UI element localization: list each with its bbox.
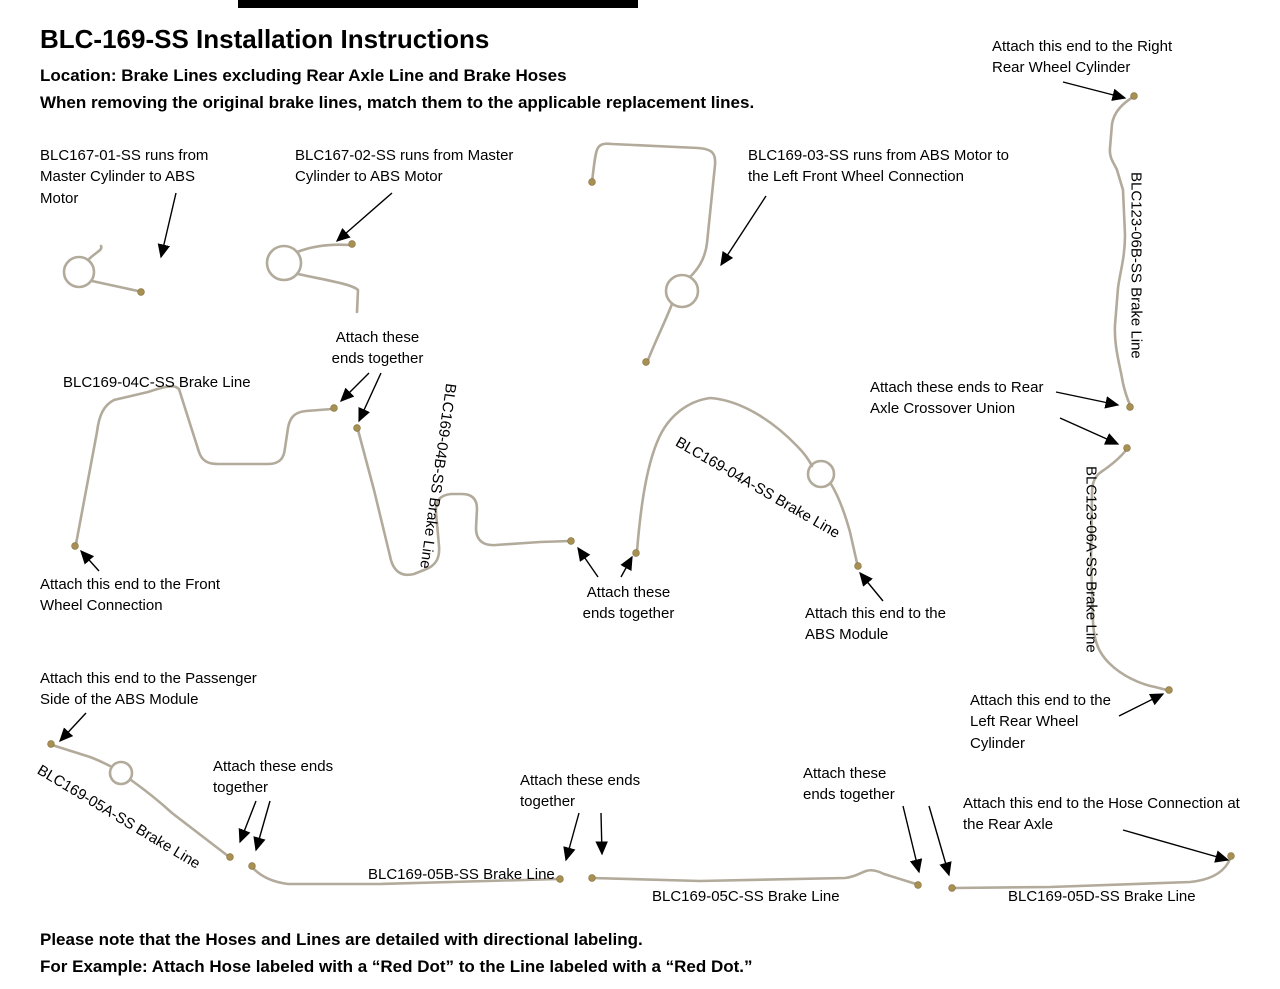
arrow-ends-top-1 bbox=[340, 372, 370, 402]
page-title: BLC-169-SS Installation Instructions bbox=[40, 24, 490, 54]
brake-line-blc169-03-lower bbox=[646, 302, 674, 362]
label-blc169-04a: BLC169-04A-SS Brake Line bbox=[672, 433, 843, 542]
arrow-abs-module bbox=[859, 571, 884, 602]
arrow-ends-b1-1 bbox=[238, 800, 257, 844]
label-attach-left-rear-wheel: Attach this end to the Left Rear Wheel C… bbox=[970, 692, 1111, 752]
label-attach-rear-axle-union: Attach these ends to Rear Axle Crossover… bbox=[870, 379, 1044, 418]
brake-line-blc167-01-coil bbox=[62, 255, 96, 289]
brake-line-blc167-02 bbox=[295, 243, 352, 254]
label-blc169-04c: BLC169-04C-SS Brake Line bbox=[63, 374, 251, 391]
brake-line-blc169-03 bbox=[590, 142, 717, 279]
fitting bbox=[556, 875, 564, 883]
fitting bbox=[137, 288, 145, 296]
fitting bbox=[854, 562, 862, 570]
arrow-ends-b2-1 bbox=[563, 812, 580, 862]
fitting bbox=[948, 884, 956, 892]
label-blc167-02: BLC167-02-SS runs from Master Cylinder t… bbox=[295, 147, 514, 186]
cropped-header-bar bbox=[238, 0, 638, 8]
arrow-ends-mid-2 bbox=[620, 555, 633, 578]
arrow-front-wheel bbox=[80, 549, 100, 572]
arrow-ends-mid-1 bbox=[577, 546, 599, 578]
label-blc123-06a: BLC123-06A-SS Brake Line bbox=[1082, 466, 1100, 653]
arrow-right-rear-wheel bbox=[1062, 81, 1127, 101]
label-blc169-05b: BLC169-05B-SS Brake Line bbox=[368, 866, 555, 883]
brake-line-blc169-04c bbox=[74, 385, 334, 546]
fitting bbox=[226, 853, 234, 861]
fitting bbox=[914, 881, 922, 889]
subtitle-note: When removing the original brake lines, … bbox=[40, 93, 755, 112]
arrow-passenger-abs bbox=[59, 712, 87, 743]
arrow-ends-b3-2 bbox=[928, 805, 952, 877]
fitting bbox=[588, 178, 596, 186]
subtitle-location: Location: Brake Lines excluding Rear Axl… bbox=[40, 66, 567, 85]
arrow-ends-b1-2 bbox=[253, 800, 271, 852]
fitting bbox=[632, 549, 640, 557]
label-attach-ends-top: Attach these ends together bbox=[331, 329, 424, 368]
brake-line-blc169-04a-coil bbox=[806, 459, 836, 489]
brake-line-blc167-02-branch bbox=[296, 272, 360, 314]
arrow-ends-b3-1 bbox=[902, 805, 923, 874]
brake-line-blc167-01-tail bbox=[86, 244, 103, 262]
brake-line-blc167-02-coil bbox=[265, 244, 303, 282]
fitting bbox=[353, 424, 361, 432]
fitting bbox=[330, 404, 338, 412]
fitting bbox=[248, 862, 256, 870]
label-attach-abs-module: Attach this end to the ABS Module bbox=[805, 605, 946, 644]
label-attach-front-wheel: Attach this end to the Front Wheel Conne… bbox=[40, 576, 221, 615]
brake-line-blc169-03-coil bbox=[664, 273, 700, 309]
label-attach-passenger-abs: Attach this end to the Passenger Side of… bbox=[40, 670, 257, 709]
footer-note-2: For Example: Attach Hose labeled with a … bbox=[40, 957, 753, 976]
footer-note-1: Please note that the Hoses and Lines are… bbox=[40, 930, 643, 949]
arrow-left-rear-wheel bbox=[1118, 693, 1165, 717]
label-blc123-06b: BLC123-06B-SS Brake Line bbox=[1127, 172, 1145, 359]
fitting bbox=[1123, 444, 1131, 452]
brake-line-blc169-05c bbox=[590, 868, 918, 886]
label-attach-right-rear-wheel: Attach this end to the Right Rear Wheel … bbox=[992, 38, 1173, 77]
fitting bbox=[1126, 403, 1134, 411]
brake-line-blc167-01 bbox=[90, 279, 140, 293]
brake-line-blc169-04b bbox=[356, 428, 572, 577]
fitting bbox=[71, 542, 79, 550]
fitting bbox=[47, 740, 55, 748]
fitting bbox=[588, 874, 596, 882]
arrow-crossover-1 bbox=[1055, 391, 1120, 409]
label-blc169-05d: BLC169-05D-SS Brake Line bbox=[1008, 888, 1196, 905]
label-blc169-05c: BLC169-05C-SS Brake Line bbox=[652, 888, 840, 905]
brake-line-blc169-05d bbox=[951, 853, 1234, 890]
label-attach-ends-mid: Attach these ends together bbox=[582, 584, 675, 623]
brake-line-blc123-06a bbox=[1089, 447, 1169, 692]
label-blc169-05a: BLC169-05A-SS Brake Line bbox=[34, 761, 204, 873]
label-attach-hose-rear-axle: Attach this end to the Hose Connection a… bbox=[963, 795, 1240, 834]
arrow-blc169-03 bbox=[720, 195, 767, 267]
label-blc167-01: BLC167-01-SS runs from Master Cylinder t… bbox=[40, 147, 209, 207]
arrow-ends-top-2 bbox=[358, 372, 382, 423]
fitting bbox=[642, 358, 650, 366]
fitting bbox=[348, 240, 356, 248]
label-attach-ends-b3: Attach these ends together bbox=[803, 765, 895, 804]
fitting bbox=[567, 537, 575, 545]
fitting bbox=[1227, 852, 1235, 860]
arrow-blc167-02 bbox=[335, 192, 393, 242]
label-attach-ends-b1: Attach these ends together bbox=[213, 758, 334, 797]
label-blc169-03: BLC169-03-SS runs from ABS Motor to the … bbox=[748, 147, 1009, 186]
arrow-crossover-2 bbox=[1059, 417, 1120, 445]
label-blc169-04b: BLC169-04B-SS Brake Line bbox=[416, 382, 460, 570]
fitting bbox=[1130, 92, 1138, 100]
arrow-ends-b2-2 bbox=[595, 812, 608, 856]
fitting bbox=[1165, 686, 1173, 694]
brake-line-blc169-05a bbox=[50, 743, 112, 768]
label-attach-ends-b2: Attach these ends together bbox=[520, 772, 641, 811]
brake-line-blc169-05a-coil bbox=[108, 760, 134, 786]
